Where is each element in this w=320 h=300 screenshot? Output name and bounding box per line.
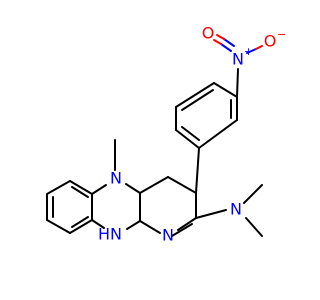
bond bbox=[91, 219, 105, 229]
bond bbox=[171, 223, 193, 237]
ring-n-methyl-label: N bbox=[110, 169, 122, 188]
bond-n-o bbox=[220, 43, 232, 52]
bond bbox=[139, 176, 169, 194]
bond bbox=[139, 220, 161, 234]
bond bbox=[175, 129, 200, 149]
bond bbox=[198, 119, 238, 149]
nitro-n-charge: + bbox=[244, 45, 253, 58]
bond bbox=[195, 147, 200, 194]
molecule-diagram: N + O O − N N H N N bbox=[46, 24, 286, 245]
nitro-o-right-charge: − bbox=[277, 28, 286, 41]
nitro-o-right-label: O bbox=[264, 32, 277, 51]
bond bbox=[69, 219, 93, 234]
bond-n-o bbox=[255, 45, 263, 50]
bond bbox=[91, 184, 107, 195]
bond bbox=[167, 176, 197, 194]
nitro-bonds bbox=[213, 34, 263, 54]
bond-n-o bbox=[246, 48, 257, 54]
ring-nh-label: N bbox=[110, 225, 122, 244]
bond bbox=[236, 68, 239, 98]
bond bbox=[213, 82, 238, 98]
bond-aromatic bbox=[181, 126, 200, 141]
bond-n-o-double bbox=[223, 38, 235, 47]
bonds bbox=[46, 68, 263, 237]
bond-n-o bbox=[213, 39, 222, 45]
bond bbox=[177, 217, 197, 231]
bond-n-o-double bbox=[216, 34, 225, 40]
bond-aromatic bbox=[71, 216, 89, 228]
bond bbox=[195, 209, 227, 219]
ring-n-imine-label: N bbox=[162, 226, 174, 245]
bond bbox=[175, 82, 215, 108]
nitro-o-top-label: O bbox=[202, 24, 215, 43]
nitro-n-label: N bbox=[232, 50, 244, 69]
bond bbox=[46, 180, 71, 195]
bond-aromatic bbox=[181, 89, 214, 111]
bond bbox=[126, 220, 141, 230]
bond-aromatic bbox=[71, 186, 89, 198]
amine-n-label: N bbox=[230, 200, 242, 219]
bond bbox=[245, 217, 263, 237]
atom-labels: N + O O − N N H N N bbox=[98, 24, 286, 245]
bond bbox=[46, 219, 71, 234]
ring-nh-h-label: H bbox=[98, 225, 110, 244]
bond bbox=[125, 183, 141, 194]
bond bbox=[69, 180, 93, 195]
bond bbox=[243, 184, 263, 204]
